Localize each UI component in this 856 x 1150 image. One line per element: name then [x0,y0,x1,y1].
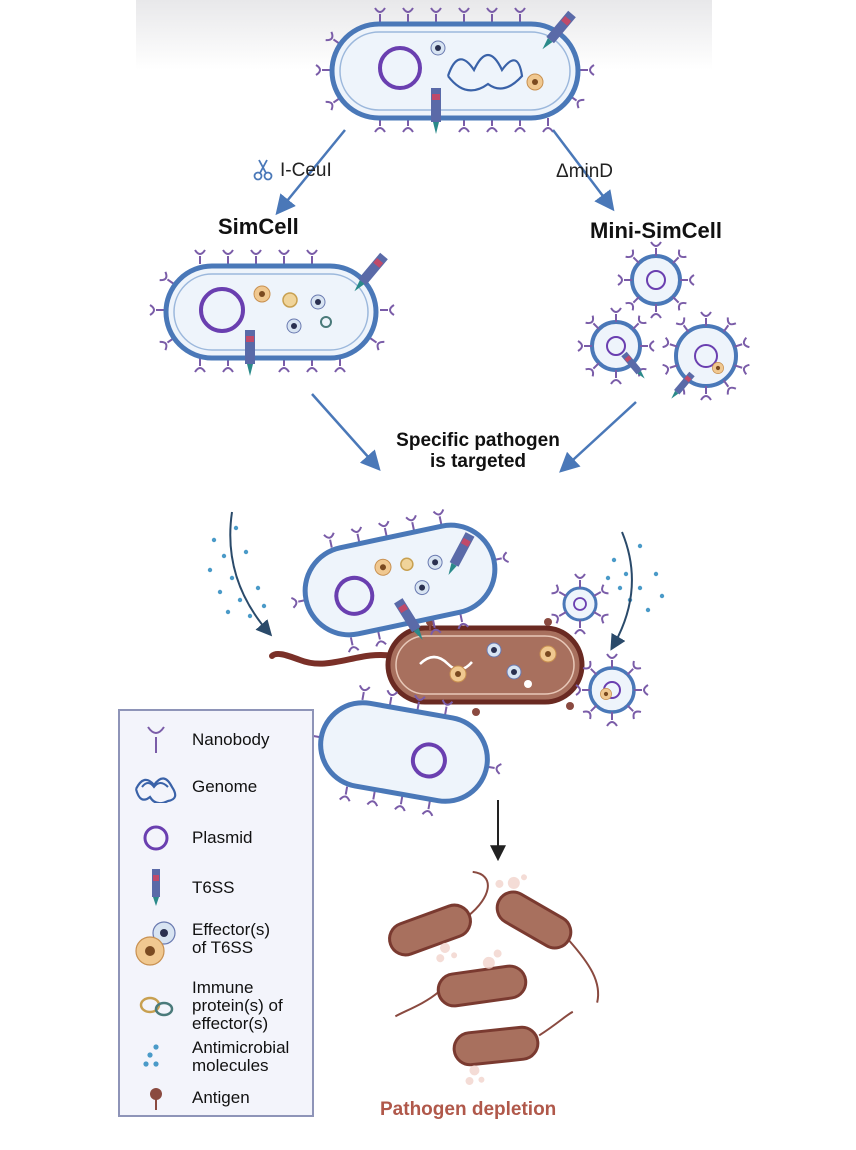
outcome-label: Pathogen depletion [380,1099,557,1120]
attached-simcell-lower [305,684,503,817]
genome-icon [446,53,524,92]
legend-label-line1: Antimicrobial [192,1038,290,1057]
legend-label: T6SS [192,878,235,897]
legend: Nanobody Genome Plasmid T6SS Effector(s)… [118,709,314,1117]
attached-simcell-upper [290,508,510,654]
legend-item-nanobody: Nanobody [120,725,314,755]
legend-item-immune-protein: Immune protein(s) of effector(s) [120,977,314,1035]
lysed-pathogens [388,870,600,1085]
attached-mini-simcells [550,573,649,727]
legend-item-plasmid: Plasmid [120,823,314,853]
legend-label-line1: Effector(s) [192,920,271,939]
legend-item-antigen: Antigen [120,1083,314,1113]
scissors-icon [253,159,273,181]
target-caption-line2: is targeted [429,451,527,472]
nanobody-icon [147,726,165,753]
arrow-label-iceui: I-CeuI [280,160,332,181]
antimicrobial-molecules-left [207,525,267,619]
arrow-to-mini-simcell [552,129,615,212]
target-pathogen [269,618,585,716]
plasmid-icon [143,825,169,851]
legend-label-line2: protein(s) of [192,996,283,1015]
arrow-simcell-to-target [311,393,381,471]
antimicrobial-arrow-left [229,511,273,637]
antimicrobial-molecules-right [605,543,665,613]
legend-label: Nanobody [192,730,270,749]
arrow-label-minD: ΔminD [556,161,614,182]
arrow-mini-to-target [559,401,637,473]
genome-icon [134,777,177,803]
antimicrobial-molecules-icon [143,1044,159,1067]
target-caption-line1: Specific pathogen [396,430,560,451]
t6ss-icon [152,869,160,906]
legend-label: Genome [192,777,258,796]
antigen-icon [150,1088,162,1110]
legend-label-line3: effector(s) [192,1014,269,1033]
legend-label-line2: molecules [192,1056,269,1075]
plasmid-icon [378,46,422,90]
legend-label: Antigen [192,1088,250,1107]
effector-icon [135,921,176,966]
heading-simcell: SimCell [218,214,299,239]
simcell-cell [149,249,395,376]
antimicrobial-arrow-right [610,531,633,651]
target-caption: Specific pathogen is targeted [358,430,598,472]
legend-item-t6ss: T6SS [120,867,314,907]
t6ss-icon [431,88,441,134]
legend-label-line2: of T6SS [192,938,254,957]
legend-label-line1: Immune [192,978,254,997]
arrow-to-simcell [275,129,346,216]
mini-simcell-cells [577,241,751,401]
immune-protein-icon [139,996,174,1017]
legend-item-effector: Effector(s) of T6SS [120,915,314,975]
legend-label: Plasmid [192,828,253,847]
source-cell [315,7,595,134]
legend-item-antimicrobial: Antimicrobial molecules [120,1037,314,1077]
legend-item-genome: Genome [120,771,314,803]
heading-mini-simcell: Mini-SimCell [590,218,723,243]
